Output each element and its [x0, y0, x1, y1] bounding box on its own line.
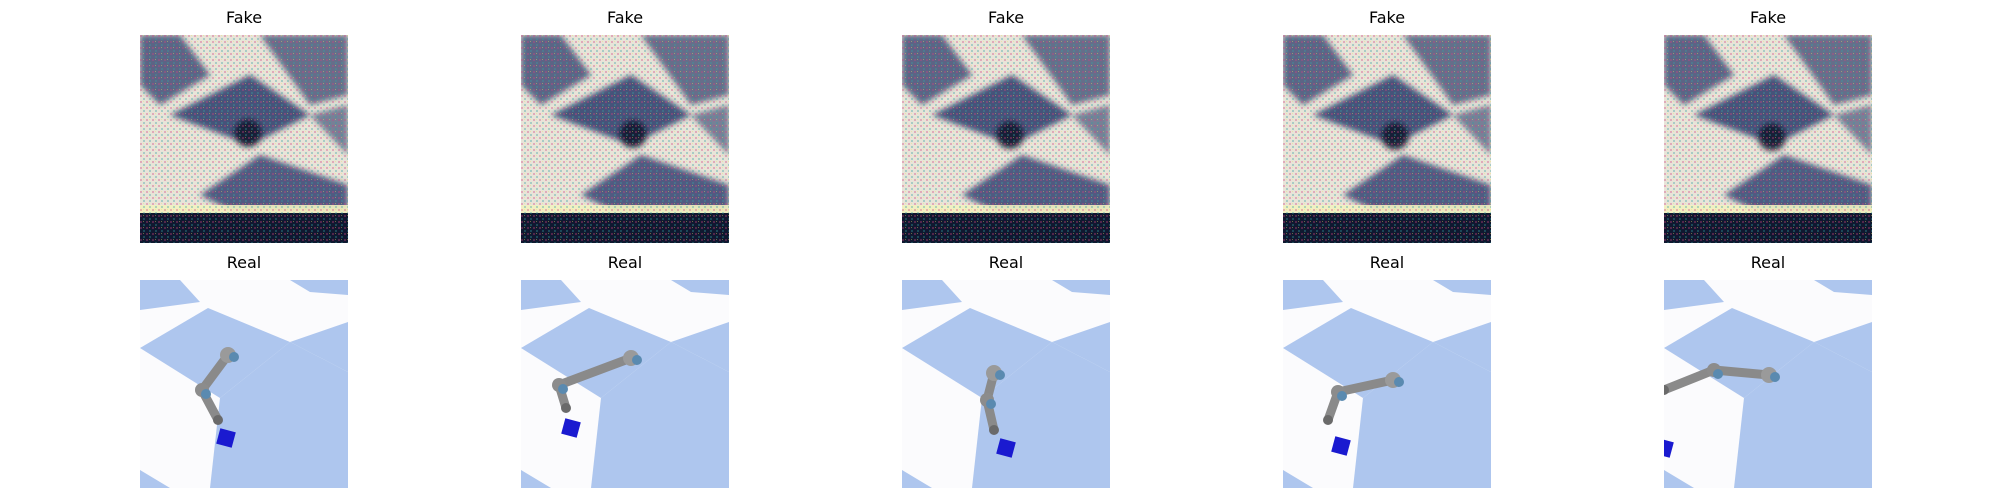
fake-cell-3: Fake [902, 8, 1110, 243]
fake-image-3 [902, 35, 1110, 243]
fake-title: Fake [987, 8, 1025, 27]
real-title: Real [1750, 253, 1786, 272]
real-title: Real [226, 253, 262, 272]
real-cell-5: Real [1664, 253, 1872, 488]
real-title: Real [1369, 253, 1405, 272]
real-cell-2: Real [521, 253, 729, 488]
real-cell-1: Real [140, 253, 348, 488]
fake-image-4 [1283, 35, 1491, 243]
fake-title: Fake [225, 8, 263, 27]
fake-title: Fake [1368, 8, 1406, 27]
fake-image-1 [140, 35, 348, 243]
real-cell-3: Real [902, 253, 1110, 488]
real-title: Real [988, 253, 1024, 272]
real-title: Real [607, 253, 643, 272]
fake-cell-2: Fake [521, 8, 729, 243]
real-image-1 [140, 280, 348, 488]
fake-cell-1: Fake [140, 8, 348, 243]
real-cell-4: Real [1283, 253, 1491, 488]
fake-image-2 [521, 35, 729, 243]
real-image-4 [1283, 280, 1491, 488]
real-image-5 [1664, 280, 1872, 488]
fake-title: Fake [1749, 8, 1787, 27]
fake-title: Fake [606, 8, 644, 27]
fake-image-5 [1664, 35, 1872, 243]
real-image-3 [902, 280, 1110, 488]
fake-cell-4: Fake [1283, 8, 1491, 243]
real-image-2 [521, 280, 729, 488]
fake-cell-5: Fake [1664, 8, 1872, 243]
